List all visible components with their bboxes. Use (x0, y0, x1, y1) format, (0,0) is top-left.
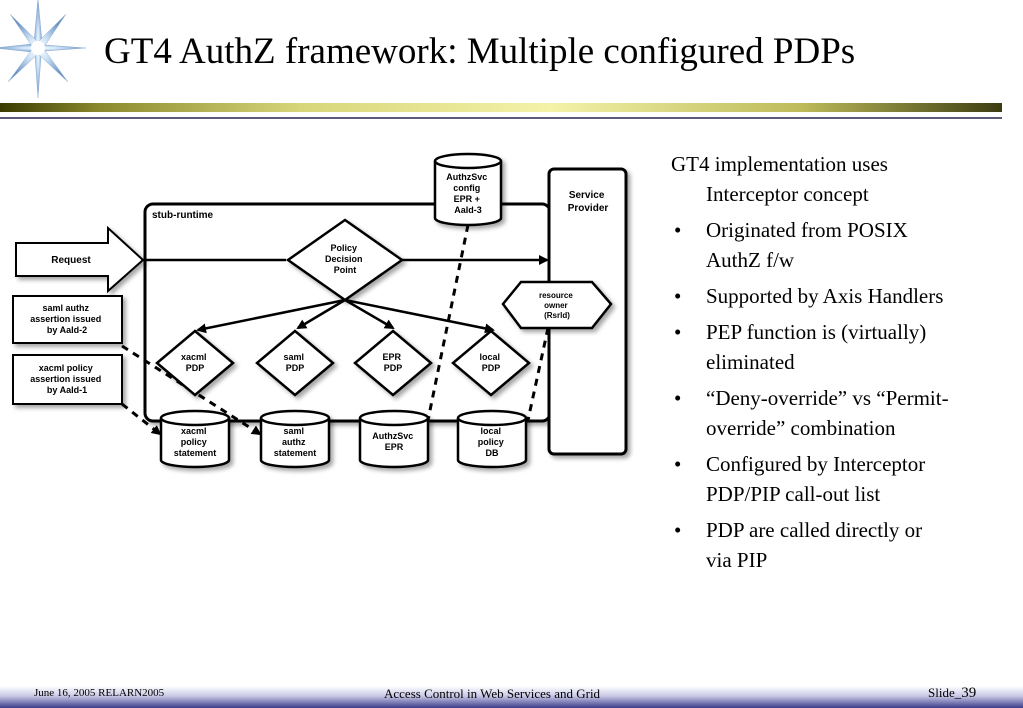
owner-dashed-link (526, 327, 550, 421)
title-underline-bar (0, 103, 1002, 112)
footer-bar (0, 686, 1023, 708)
bullet-list-panel: GT4 implementation uses Interceptor conc… (671, 149, 1011, 581)
slide-number: Slide_39 (928, 685, 977, 701)
epr-pdp-diamond: EPR PDP (353, 329, 433, 397)
stub-runtime-label: stub-runtime (152, 210, 214, 221)
bullet-item: “Deny-override” vs “Permit-override” com… (671, 383, 1011, 443)
xacml-policy-statement-label: xacml policy statement (174, 426, 217, 458)
request-label: Request (51, 255, 91, 266)
title-divider-line (0, 117, 1002, 119)
saml-authz-statement-label: saml authz statement (274, 426, 317, 458)
authz-framework-diagram: stub-runtime Service Provider Request sa… (12, 152, 628, 469)
policy-decision-point-label: Policy Decision Point (325, 243, 365, 275)
xacml-assertion-box (12, 354, 123, 405)
saml-authz-statement-cylinder (259, 409, 331, 469)
local-pdp-diamond: local PDP (451, 329, 531, 397)
svg-text:local PDP: local PDP (479, 352, 502, 373)
svg-text:saml PDP: saml PDP (283, 352, 306, 373)
service-provider-label: Service Provider (568, 190, 609, 214)
intro-line-2: Interceptor concept (706, 182, 869, 206)
star-logo-icon (0, 0, 87, 99)
resource-owner-label: resource owner (Rsrld) (539, 291, 575, 320)
saml-assertion-box (12, 295, 123, 344)
xacml-pdp-diamond: xacml PDP (155, 329, 235, 397)
pdp-to-saml-arrow (296, 298, 346, 330)
pdp-to-xacml-arrow (196, 298, 346, 334)
footer-title: Access Control in Web Services and Grid (384, 686, 601, 701)
saml-assertion-label: saml authz assertion issued by AaId-2 (30, 303, 104, 335)
bullet-item: Supported by Axis Handlers (671, 281, 1011, 311)
slide-title: GT4 AuthZ framework: Multiple configured… (104, 31, 856, 72)
bullet-item: PEP function is (virtually)eliminated (671, 317, 1011, 377)
svg-text:xacml PDP: xacml PDP (181, 352, 209, 373)
svg-text:EPR PDP: EPR PDP (382, 352, 403, 373)
resource-owner-hexagon (501, 280, 613, 330)
authzsvc-config-label: AuthzSvc config EPR + AaId-3 (446, 172, 490, 215)
request-arrow (15, 225, 145, 294)
local-policy-db-label: local policy DB (478, 426, 507, 458)
pdp-to-epr-arrow (344, 298, 395, 330)
intro-line-1: GT4 implementation uses (671, 152, 888, 176)
xacml-policy-statement-cylinder (159, 409, 231, 469)
intro-paragraph: GT4 implementation uses Interceptor conc… (671, 149, 1011, 209)
authzsvc-epr-cylinder (358, 409, 430, 469)
saml-pdp-diamond: saml PDP (255, 329, 335, 397)
authzsvc-epr-label: AuthzSvc EPR (372, 431, 416, 452)
xacml-assertion-dashed-link (121, 402, 162, 436)
footer-date: June 16, 2005 RELARN2005 (34, 687, 165, 699)
xacml-assertion-label: xacml policy assertion issued by AaId-1 (30, 363, 104, 395)
local-policy-db-cylinder (456, 409, 528, 469)
pdp-to-local-arrow (344, 298, 495, 334)
